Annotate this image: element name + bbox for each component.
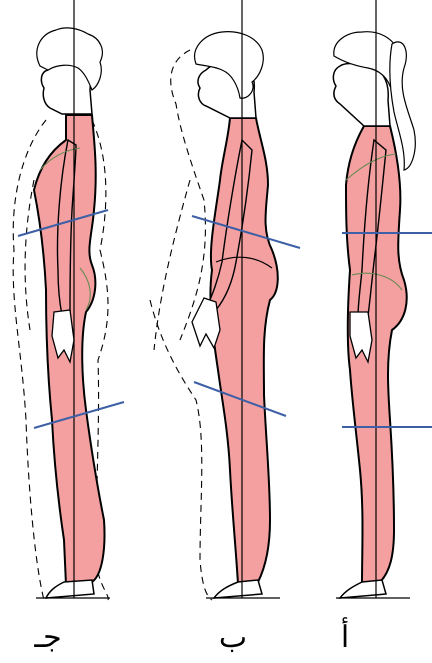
figure-c-shoe [46, 580, 94, 598]
figure-a-label: أ [315, 618, 375, 658]
figure-c-ghost-outline-3 [25, 180, 34, 330]
figure-a-correct-posture [333, 0, 432, 598]
figure-b-shoe [214, 580, 262, 598]
figure-b-ghost-outline-2 [150, 300, 212, 600]
figure-a-shoe [340, 580, 386, 598]
figure-b-label: ب [203, 618, 263, 658]
figure-b-swayback-posture [150, 0, 300, 600]
figure-b-ghost-outline-3 [154, 180, 190, 350]
figure-c-label: جـ [18, 618, 78, 658]
figure-b-hand [192, 298, 220, 348]
figure-c-slouched-posture [13, 0, 124, 600]
